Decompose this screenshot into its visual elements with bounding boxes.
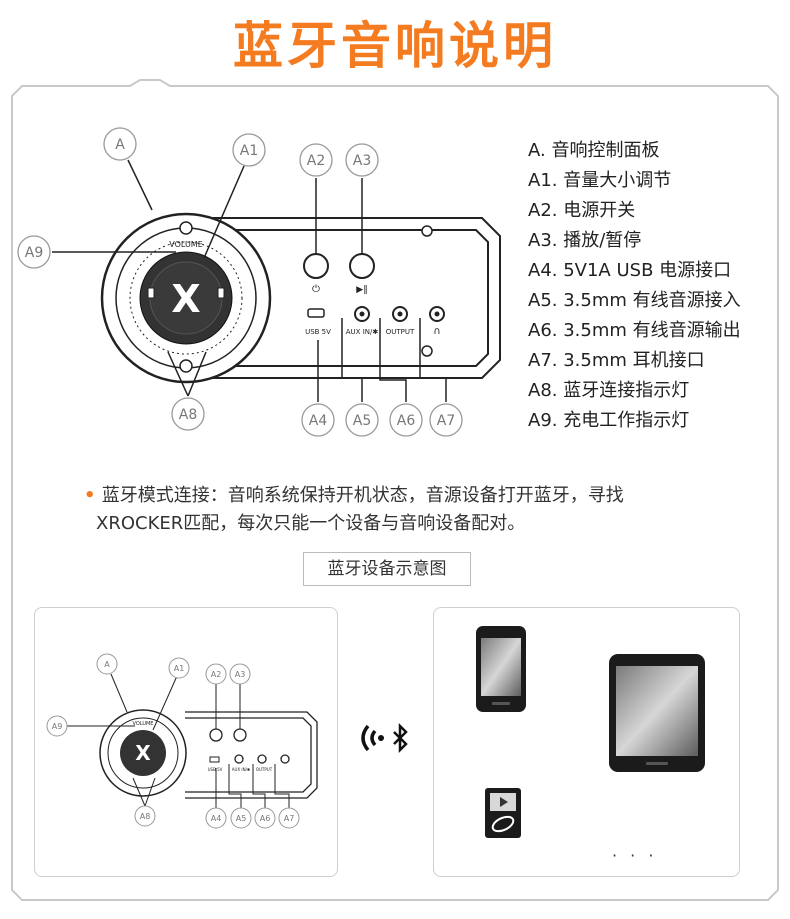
legend-item: A4. 5V1A USB 电源接口 — [528, 260, 732, 281]
small-callout-a7: A7 — [284, 814, 295, 823]
more-devices-ellipsis: · · · — [612, 846, 658, 865]
callout-a3: A3 — [353, 153, 371, 169]
small-aux-label: AUX IN/✱ — [232, 767, 251, 772]
legend-item: A8. 蓝牙连接指示灯 — [528, 380, 690, 401]
volume-knob — [100, 212, 272, 384]
aux-label: AUX IN/✱ — [346, 328, 379, 336]
legend-item: A1. 音量大小调节 — [528, 170, 672, 191]
usb-port — [307, 308, 325, 318]
callout-a8: A8 — [179, 407, 197, 423]
legend-item: A5. 3.5mm 有线音源接入 — [528, 290, 741, 311]
small-callout-a5: A5 — [236, 814, 247, 823]
legend-item: A7. 3.5mm 耳机接口 — [528, 350, 705, 371]
legend-item: A9. 充电工作指示灯 — [528, 410, 690, 431]
leader-lines — [52, 159, 447, 402]
callout-a1: A1 — [240, 143, 258, 159]
small-callout-a8: A8 — [140, 812, 151, 821]
callout-a4: A4 — [309, 413, 328, 429]
small-speaker-diagram: X VOLUME USB 5V AUX IN/✱ OUTPUT — [46, 653, 318, 829]
phone-icon — [476, 626, 526, 712]
callout-a: A — [115, 137, 125, 153]
play-pause-button — [349, 253, 375, 279]
note-line-1: 蓝牙模式连接：音响系统保持开机状态，音源设备打开蓝牙，寻找 — [101, 485, 624, 506]
logo-x: X — [171, 277, 200, 321]
volume-label: VOLUME — [169, 240, 203, 249]
devices-panel — [433, 607, 740, 877]
page-title: 蓝牙音响说明 — [233, 17, 557, 75]
small-output-label: OUTPUT — [256, 767, 273, 772]
small-callout-a4: A4 — [211, 814, 222, 823]
small-callout-a2: A2 — [211, 670, 222, 679]
small-callout-a9: A9 — [52, 722, 63, 731]
small-callout-a: A — [104, 660, 110, 669]
headphone-icon: ∩ — [433, 326, 440, 337]
small-usb-label: USB 5V — [208, 767, 223, 772]
power-icon: ⏻ — [312, 284, 320, 295]
power-button — [303, 253, 329, 279]
small-diagram-panel: X VOLUME USB 5V AUX IN/✱ OUTPUT — [34, 607, 338, 877]
section-subtitle: 蓝牙设备示意图 — [303, 552, 471, 586]
note-line-2: XROCKER匹配，每次只能一个设备与音响设备配对。 — [96, 513, 526, 534]
small-callout-a3: A3 — [235, 670, 246, 679]
small-volume-label: VOLUME — [133, 721, 154, 727]
legend-item: A3. 播放/暂停 — [528, 230, 642, 251]
bullet-dot: • — [84, 485, 102, 506]
usb-label: USB 5V — [305, 328, 331, 336]
small-callout-a6: A6 — [260, 814, 271, 823]
legend-item: A. 音响控制面板 — [528, 140, 660, 161]
bluetooth-signal-icon — [361, 722, 408, 754]
callout-a7: A7 — [437, 413, 455, 429]
legend-item: A6. 3.5mm 有线音源输出 — [528, 320, 741, 341]
legend-item: A2. 电源开关 — [528, 200, 636, 221]
callout-a2: A2 — [307, 153, 325, 169]
play-pause-icon: ▶‖ — [356, 285, 367, 295]
svg-text:X: X — [135, 741, 151, 765]
devices-illustration — [476, 626, 705, 838]
tablet-icon — [609, 654, 705, 772]
legend-list: A. 音响控制面板 A1. 音量大小调节 A2. 电源开关 A3. 播放/暂停 … — [528, 136, 741, 436]
music-player-icon — [485, 788, 521, 838]
small-callout-a1: A1 — [174, 664, 185, 673]
bluetooth-note: • 蓝牙模式连接：音响系统保持开机状态，音源设备打开蓝牙，寻找 XROCKER匹… — [84, 482, 624, 538]
callout-a5: A5 — [353, 413, 371, 429]
callout-a6: A6 — [397, 413, 416, 429]
output-label: OUTPUT — [386, 328, 415, 336]
callout-a9: A9 — [25, 245, 43, 261]
